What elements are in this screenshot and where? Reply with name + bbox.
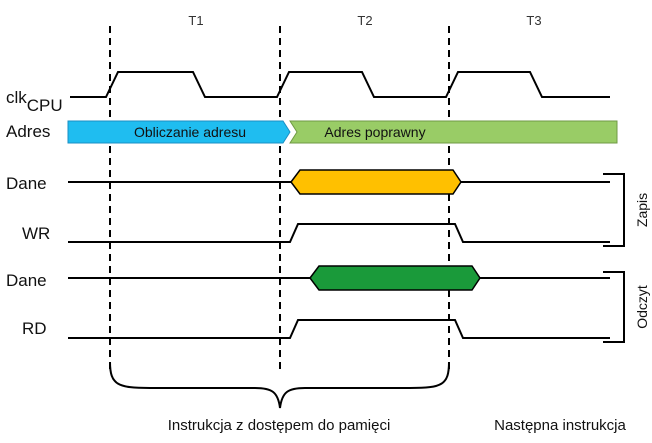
read-group-bracket (603, 271, 625, 343)
period-label-t2: T2 (357, 13, 372, 28)
period-label-t1: T1 (188, 13, 203, 28)
signal-label-clk: clkCPU (6, 88, 63, 115)
address-valid-label: Adres poprawny (324, 124, 425, 140)
write-group-bracket (603, 173, 625, 247)
address-valid-band (289, 120, 618, 144)
wr-waveform (68, 223, 610, 243)
address-calc-label: Obliczanie adresu (134, 124, 246, 140)
signal-label-clk-main: clk (6, 88, 27, 107)
current-instruction-label: Instrukcja z dostępem do pamięci (168, 417, 391, 434)
read-data-band (309, 265, 481, 291)
next-instruction-label: Następna instrukcja (494, 417, 626, 434)
signal-label-dane-write: Dane (6, 174, 47, 193)
signal-label-clk-sub: CPU (27, 96, 63, 115)
signal-label-adres: Adres (6, 122, 50, 141)
write-group-label: Zapis (634, 193, 650, 227)
signal-label-dane-read: Dane (6, 271, 47, 290)
period-label-t3: T3 (526, 13, 541, 28)
write-data-band (290, 169, 462, 195)
address-calc-band (67, 120, 291, 144)
rd-waveform (68, 319, 610, 339)
clk-waveform (70, 71, 610, 98)
signal-label-wr: WR (22, 224, 50, 243)
read-group-label: Odczyt (634, 285, 650, 329)
instruction-brace (109, 361, 450, 409)
signal-label-rd: RD (22, 319, 47, 338)
